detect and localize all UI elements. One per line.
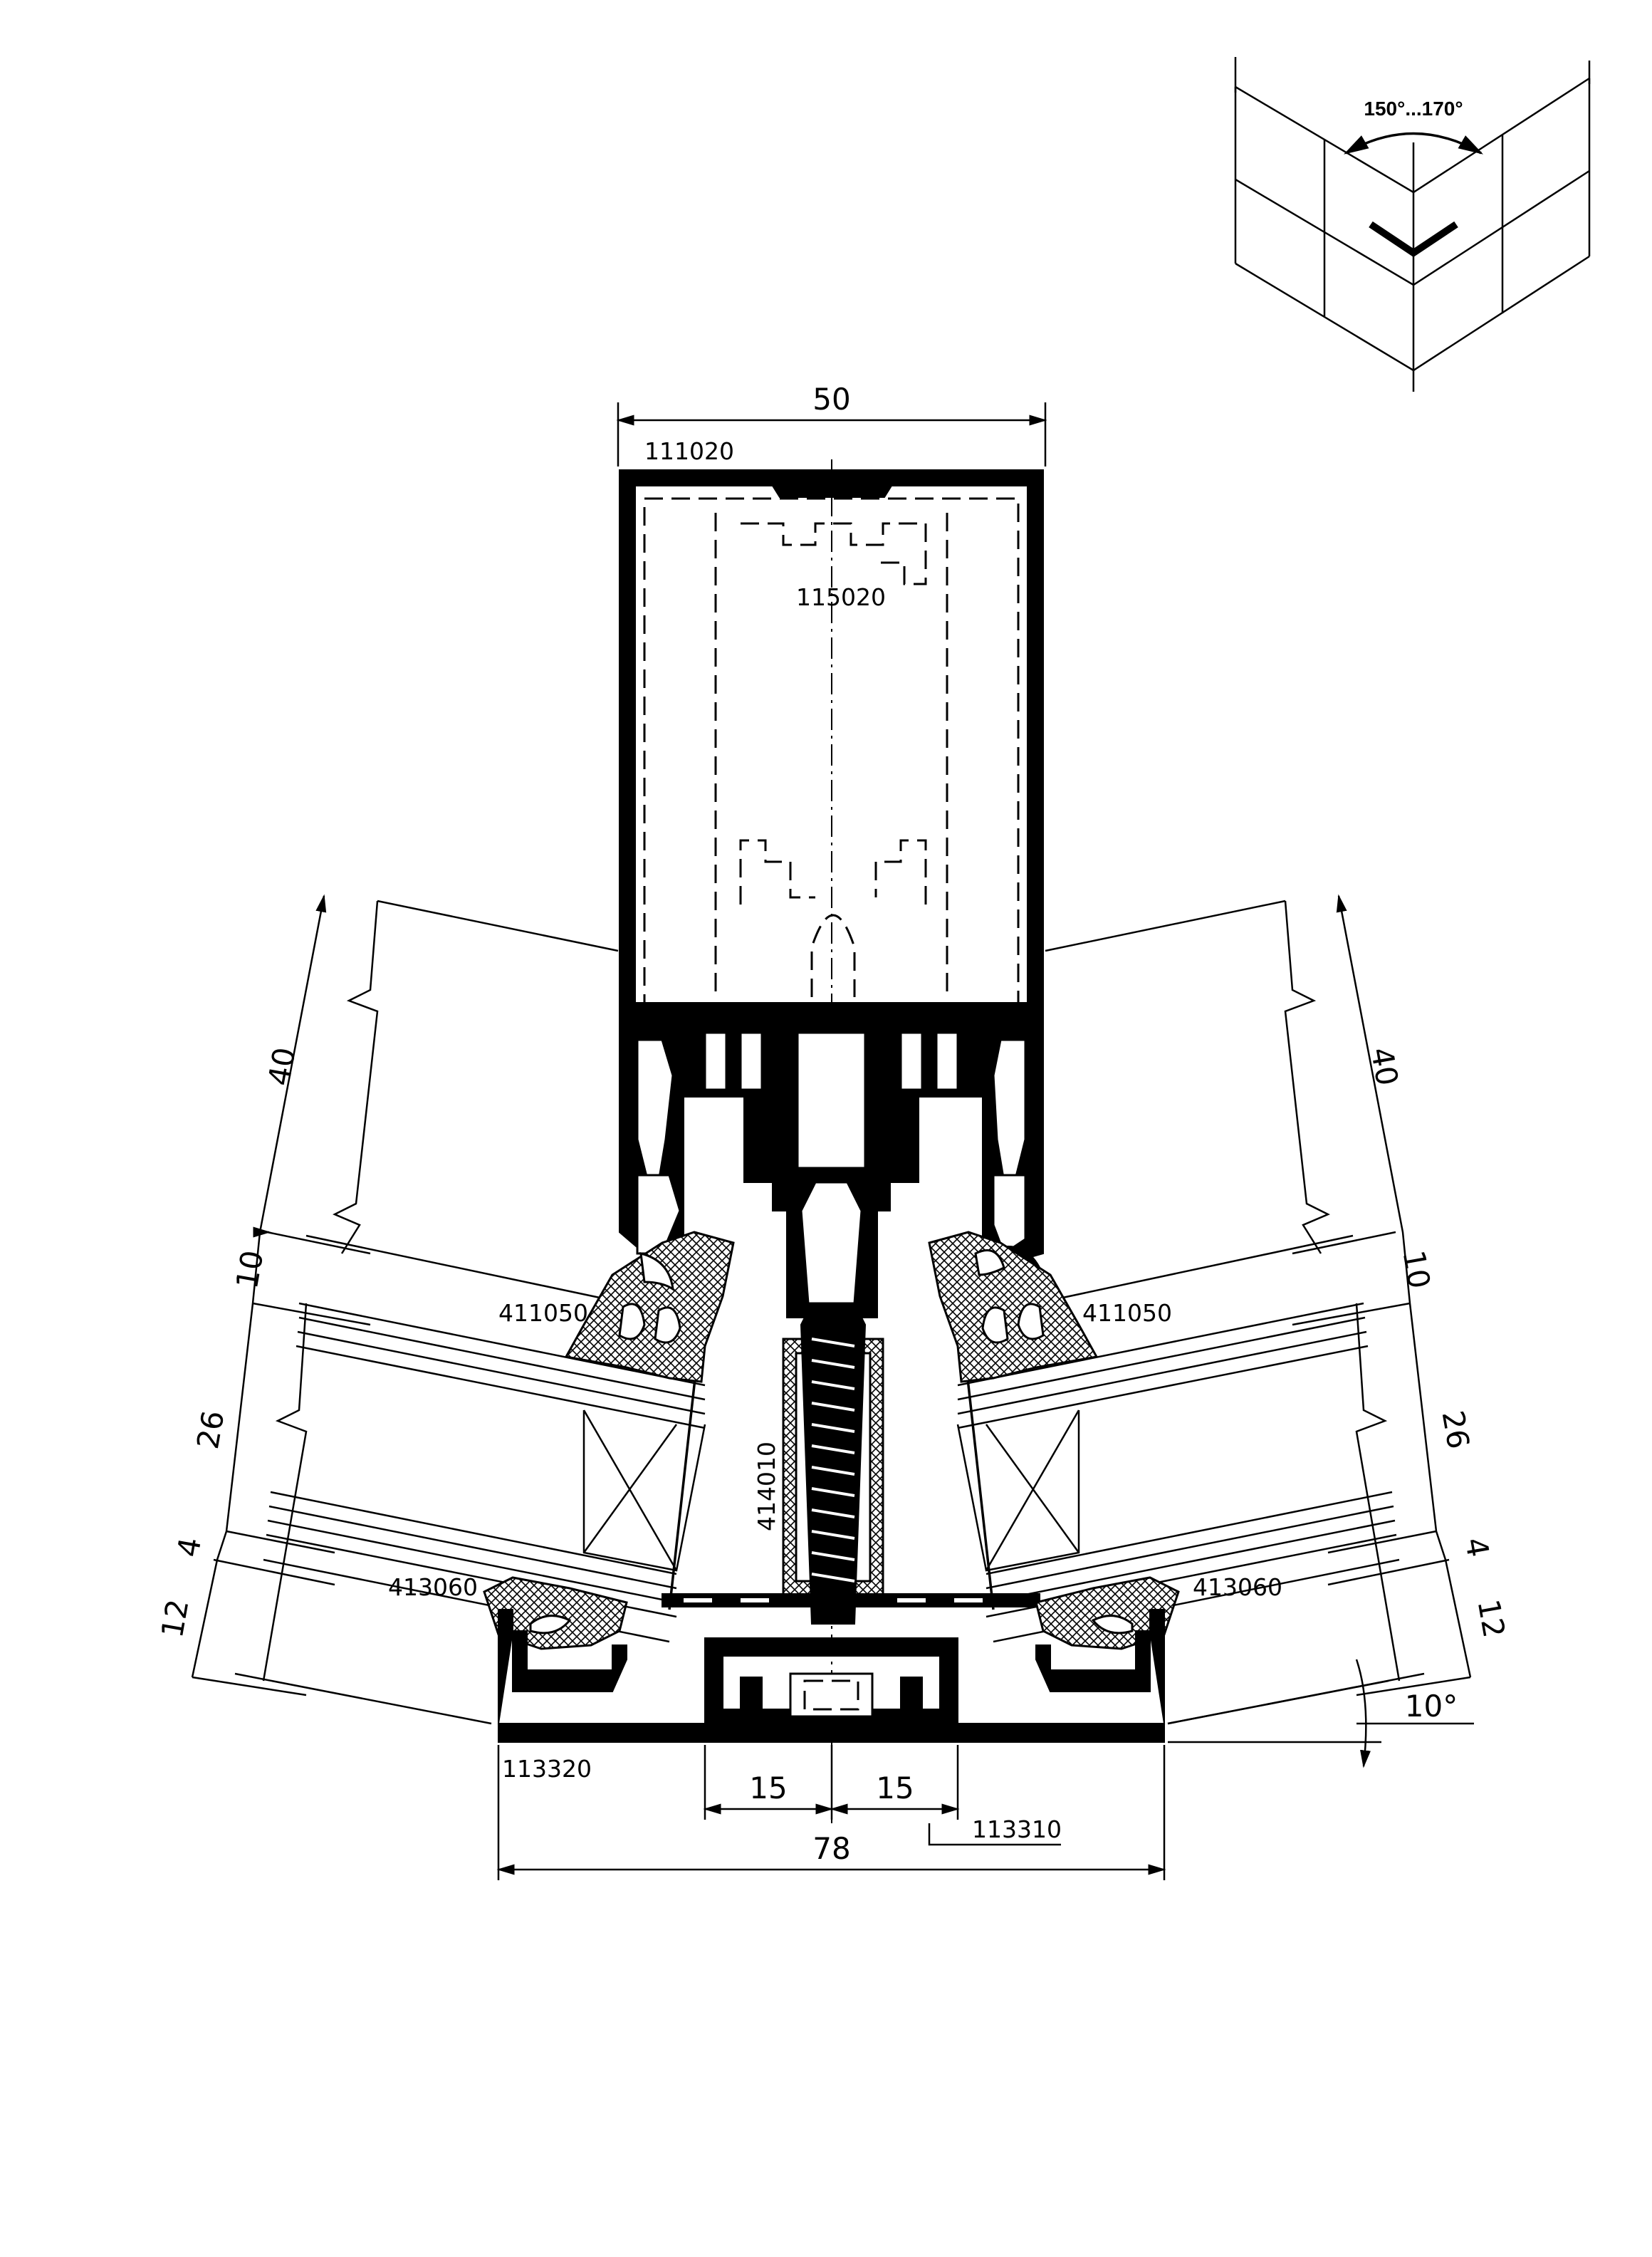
- right-dim-40: 40: [1364, 1045, 1406, 1088]
- label-411050-left: 411050: [498, 1299, 588, 1327]
- cover-caps: [497, 1609, 1166, 1743]
- right-dim-26: 26: [1436, 1408, 1477, 1451]
- bottom-dimensions: 15 15 78: [496, 1745, 1166, 1880]
- right-dim-10: 10: [1396, 1248, 1438, 1291]
- left-dim-10: 10: [229, 1248, 271, 1291]
- top-width-value: 50: [812, 382, 850, 417]
- right-dim-4: 4: [1458, 1535, 1496, 1560]
- angle-detail: 150°...170°: [1234, 57, 1591, 392]
- label-414010: 414010: [753, 1442, 780, 1531]
- label-413060-right: 413060: [1193, 1573, 1282, 1601]
- label-411050-right: 411050: [1082, 1299, 1172, 1327]
- angle-10: 10°: [1405, 1689, 1458, 1724]
- top-width-dimension: 50: [616, 382, 1047, 466]
- mullion-profile: [619, 459, 1045, 1823]
- right-dimension-chain: 40 10 26 4 12 10°: [1167, 894, 1512, 1768]
- angle-label: 150°...170°: [1364, 98, 1463, 120]
- left-dim-12: 12: [155, 1597, 196, 1640]
- bottom-dim-78: 78: [812, 1831, 850, 1866]
- label-113310: 113310: [972, 1815, 1062, 1843]
- left-dim-26: 26: [190, 1408, 231, 1451]
- connector-and-screw: [662, 1303, 1040, 1625]
- label-115020: 115020: [796, 583, 886, 611]
- glazing-left: [234, 900, 706, 1725]
- bottom-dim-15-right: 15: [876, 1771, 914, 1805]
- bottom-dim-15-left: 15: [749, 1771, 787, 1805]
- label-413060-left: 413060: [388, 1573, 478, 1601]
- part-labels: 111020 115020 411050 411050 414010 41306…: [388, 437, 1282, 1846]
- left-dimension-chain: 40 10 26 4 12: [155, 894, 371, 1696]
- right-dim-12: 12: [1471, 1597, 1512, 1640]
- left-dim-4: 4: [170, 1535, 208, 1560]
- label-111020: 111020: [644, 437, 734, 465]
- label-113320: 113320: [502, 1755, 592, 1783]
- wedge-gaskets: [564, 1231, 1099, 1383]
- left-dim-40: 40: [261, 1045, 303, 1088]
